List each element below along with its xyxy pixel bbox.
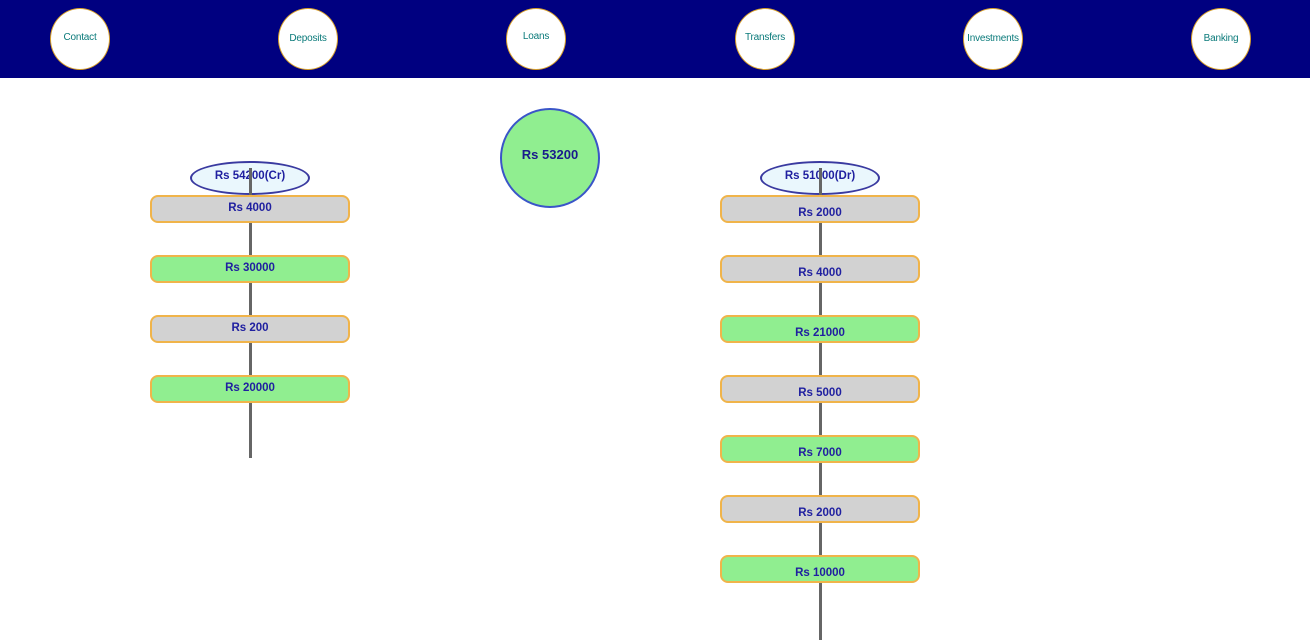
transaction-amount-label: Rs 4000	[228, 202, 272, 214]
transaction-node[interactable]: Rs 21000	[720, 315, 920, 343]
chain-connector-line	[249, 168, 252, 458]
nav-item-banking[interactable]: Banking	[1191, 8, 1251, 70]
transaction-node[interactable]: Rs 5000	[720, 375, 920, 403]
transaction-amount-label: Rs 200	[231, 322, 269, 334]
transaction-node[interactable]: Rs 4000	[150, 195, 350, 223]
transaction-amount-label: Rs 2000	[798, 207, 842, 219]
nav-item-loans[interactable]: Loans	[506, 8, 566, 70]
transaction-amount-label: Rs 30000	[225, 262, 275, 274]
transaction-node[interactable]: Rs 10000	[720, 555, 920, 583]
left-transaction-chain: Rs 4000 Rs 30000 Rs 200 Rs 20000	[150, 168, 350, 458]
transaction-node[interactable]: Rs 4000	[720, 255, 920, 283]
top-navigation-bar: Contact Deposits Loans Transfers Investm…	[0, 0, 1310, 78]
transaction-amount-label: Rs 10000	[795, 567, 845, 579]
chain-connector-line	[819, 168, 822, 640]
right-transaction-chain: Rs 2000 Rs 4000 Rs 21000 Rs 5000 Rs 7000…	[720, 168, 920, 640]
nav-item-label: Loans	[522, 31, 550, 42]
transaction-node[interactable]: Rs 7000	[720, 435, 920, 463]
diagram-canvas: Rs 53200 Rs 54200(Cr) Rs 51000(Dr) Rs 40…	[0, 78, 1310, 640]
transaction-amount-label: Rs 21000	[795, 327, 845, 339]
nav-item-transfers[interactable]: Transfers	[735, 8, 795, 70]
nav-item-label: Contact	[63, 32, 97, 43]
transaction-node[interactable]: Rs 200	[150, 315, 350, 343]
nav-item-label: Banking	[1203, 33, 1239, 44]
transaction-node[interactable]: Rs 20000	[150, 375, 350, 403]
transaction-amount-label: Rs 4000	[798, 267, 842, 279]
transaction-amount-label: Rs 7000	[798, 447, 842, 459]
nav-item-label: Deposits	[289, 33, 327, 44]
center-total-label: Rs 53200	[521, 146, 579, 162]
transaction-node[interactable]: Rs 2000	[720, 495, 920, 523]
center-total-node[interactable]: Rs 53200	[500, 108, 600, 208]
nav-item-deposits[interactable]: Deposits	[278, 8, 338, 70]
nav-item-investments[interactable]: Investments	[963, 8, 1023, 70]
transaction-amount-label: Rs 20000	[225, 382, 275, 394]
transaction-node[interactable]: Rs 30000	[150, 255, 350, 283]
transaction-amount-label: Rs 2000	[798, 507, 842, 519]
nav-item-contact[interactable]: Contact	[50, 8, 110, 70]
transaction-node[interactable]: Rs 2000	[720, 195, 920, 223]
nav-item-label: Transfers	[744, 32, 786, 43]
transaction-amount-label: Rs 5000	[798, 387, 842, 399]
nav-item-label: Investments	[967, 33, 1019, 44]
